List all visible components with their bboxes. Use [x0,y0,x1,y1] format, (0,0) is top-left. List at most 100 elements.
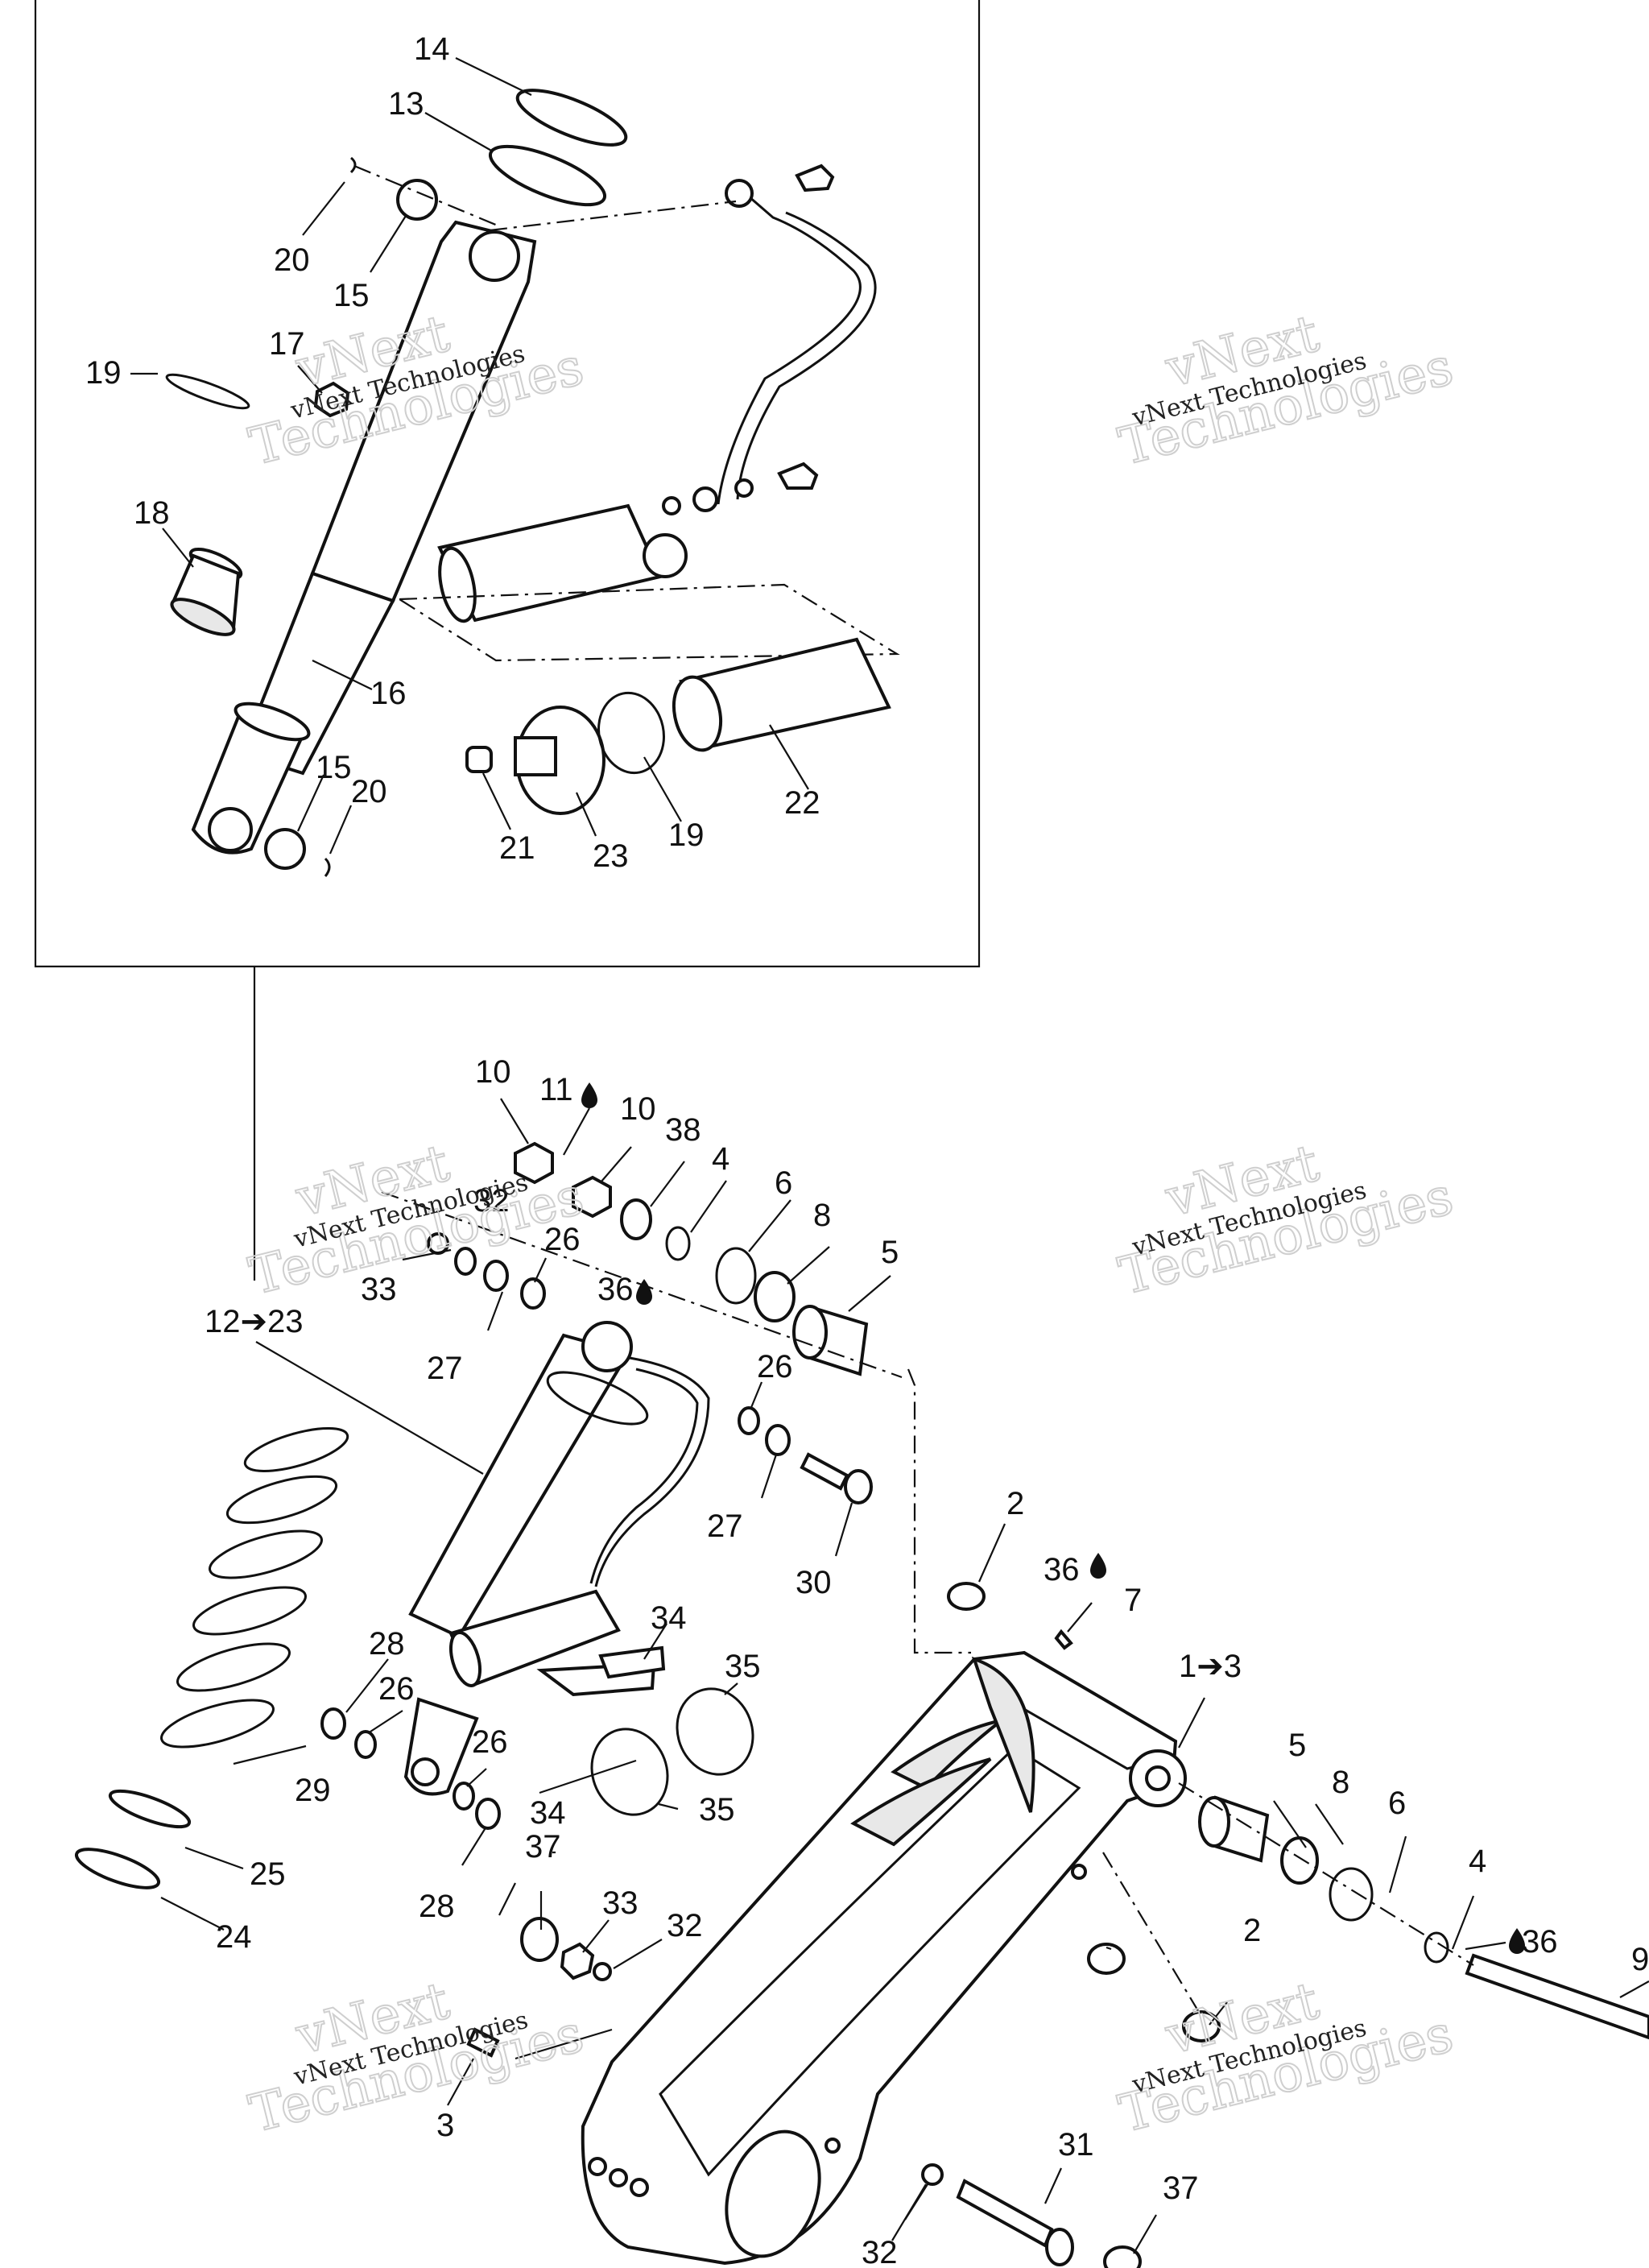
part-label-10: 10 [475,1054,511,1090]
part-label-34: 34 [530,1795,566,1831]
o-ring-part-6-top [715,1247,757,1305]
hose [717,195,862,505]
part-label-5: 5 [1288,1728,1306,1763]
lubricant-drop-icon [1090,1553,1106,1579]
bolt-part-31 [956,2179,1054,2248]
part-label-27: 27 [427,1351,463,1386]
part-label-26: 26 [757,1349,793,1384]
part-label-3: 3 [436,2108,454,2143]
washer-part-26-right [453,1782,475,1811]
bolt-part-30 [800,1452,873,1504]
part-label-28: 28 [369,1626,405,1662]
part-label-34: 34 [651,1600,687,1636]
o-ring-part-19-bottom [597,691,665,775]
part-label-26: 26 [378,1671,415,1707]
part-label-11: 11 [539,1072,573,1107]
part-label-33: 33 [602,1885,639,1921]
part-label-9: 9 [1631,1942,1649,1977]
washer-part-33-top [454,1247,477,1276]
part-label-31: 31 [1058,2127,1094,2162]
part-label-23: 23 [593,838,629,874]
washer-part-32-mid [593,1962,612,1981]
watermark-top-right: vNext Technologies vNext Technologies [1113,303,1460,478]
inset-frame [34,0,981,968]
o-ring-part-19-top [165,373,250,410]
part-label-8: 8 [1332,1765,1349,1800]
part-label-4: 4 [1469,1844,1486,1879]
circlip-part-20-top [349,156,357,174]
washer-part-32-bottom [921,2163,944,2186]
part-label-36: 36 [597,1272,634,1307]
part-label-30: 30 [796,1565,832,1600]
part-label-32: 32 [667,1908,703,1943]
part-label-38: 38 [665,1112,701,1148]
part-label-2: 2 [1006,1486,1024,1521]
part-label-21: 21 [499,830,535,866]
part-label-32: 32 [473,1183,510,1219]
bushing-part-3 [466,2027,500,2058]
ring-nut-part-14 [515,89,628,147]
lubricant-drop-icon [1509,1928,1525,1954]
nut-part-10-left [514,1141,554,1185]
swing-arm-part-1-3 [581,1650,1187,2266]
part-label-35: 35 [699,1792,735,1827]
part-label-12-23: 12➔23 [205,1304,304,1339]
part-label-19: 19 [668,817,705,853]
clamp-part-35-upper [676,1687,754,1776]
part-label-32: 32 [862,2235,898,2268]
part-labels: 14 13 20 15 17 19 18 16 15 20 21 23 19 2… [85,31,1649,2268]
bearing-part-28-right [475,1798,501,1830]
part-label-26: 26 [544,1222,581,1257]
watermark-mid-right: vNext Technologies vNext Technologies [1113,1132,1460,1307]
part-label-24: 24 [216,1919,252,1955]
part-label-25: 25 [250,1856,286,1892]
washer-part-26-mid [738,1406,760,1435]
part-label-37: 37 [1163,2171,1199,2206]
shock-detail-inset [34,0,981,1281]
washer-part-38 [620,1198,652,1240]
valve-cap-part-21 [465,746,493,773]
bushing-part-15-top [396,179,438,221]
part-label-26: 26 [472,1724,508,1760]
part-label-7: 7 [1124,1583,1142,1618]
part-label-37: 37 [525,1829,561,1864]
part-label-2: 2 [1243,1913,1261,1948]
part-label-36: 36 [1044,1552,1080,1587]
spring-seat-part-25 [108,1789,192,1829]
bearing-part-8-right [1280,1836,1319,1885]
o-ring-part-4-right [1424,1931,1449,1964]
bushing-part-15-bottom [264,828,306,870]
part-label-6: 6 [775,1165,792,1201]
plug-part-2-top [947,1582,986,1611]
o-ring-part-4-top [665,1226,691,1261]
part-label-22: 22 [784,785,820,821]
part-label-15: 15 [333,278,370,313]
bumper-part-18 [170,547,243,636]
reservoir-sleeve-part-22 [672,637,891,752]
watermark-bottom-left: vNext Technologies vNext Technologies [243,1970,590,2145]
seal-part-37-right [1103,2245,1142,2268]
part-label-13: 13 [388,86,424,122]
part-label-14: 14 [414,31,450,67]
part-label-20: 20 [274,242,310,278]
part-label-4: 4 [712,1141,729,1177]
plug-part-2-bottom [1087,1943,1126,1975]
part-label-29: 29 [295,1773,331,1808]
clamp-part-35-lower [590,1728,669,1816]
part-label-6: 6 [1388,1786,1406,1821]
coil-spring-part-29 [160,1427,349,1749]
ring-nut-part-24 [74,1848,161,1889]
part-label-8: 8 [813,1198,831,1233]
washer-part-26-left [354,1730,377,1759]
nut-part-17 [313,381,350,418]
part-label-36: 36 [1522,1924,1558,1960]
part-label-20: 20 [351,774,387,809]
part-label-33: 33 [361,1272,397,1307]
part-label-27: 27 [707,1509,743,1544]
part-label-1-3: 1➔3 [1179,1649,1242,1684]
banjo-bolt-top [795,163,835,192]
shock-absorber-assembly-part-12-23 [403,1321,710,1796]
bushing-part-5-right [1198,1795,1270,1863]
o-ring-part-6-right [1329,1867,1374,1922]
